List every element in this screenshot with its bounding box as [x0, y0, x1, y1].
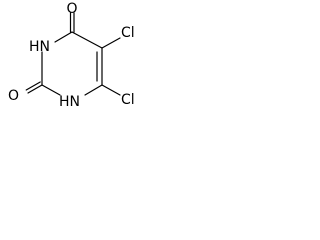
- structure-diagram: O HN Cl O HN Cl: [8, 1, 135, 110]
- bonds: [25, 12, 121, 96]
- oxygen-left-label: O: [8, 88, 19, 104]
- bond-c6-n1: [84, 84, 103, 96]
- nh-upper-label: HN: [29, 39, 50, 55]
- bond-c2-o-a: [27, 84, 43, 94]
- atom-labels: O HN Cl O HN Cl: [8, 1, 135, 110]
- bond-c4-n3: [54, 31, 73, 43]
- bond-c4-c5: [71, 31, 103, 49]
- chlorine-upper-label: Cl: [121, 25, 135, 41]
- bond-c5-cl: [101, 37, 121, 49]
- bond-c6-cl: [101, 84, 121, 96]
- bond-c2-o-b: [25, 81, 41, 91]
- nh-lower-label: HN: [59, 94, 80, 110]
- chlorine-lower-label: Cl: [121, 92, 135, 108]
- bond-n1-c2: [41, 84, 61, 96]
- oxygen-top-label: O: [67, 1, 78, 17]
